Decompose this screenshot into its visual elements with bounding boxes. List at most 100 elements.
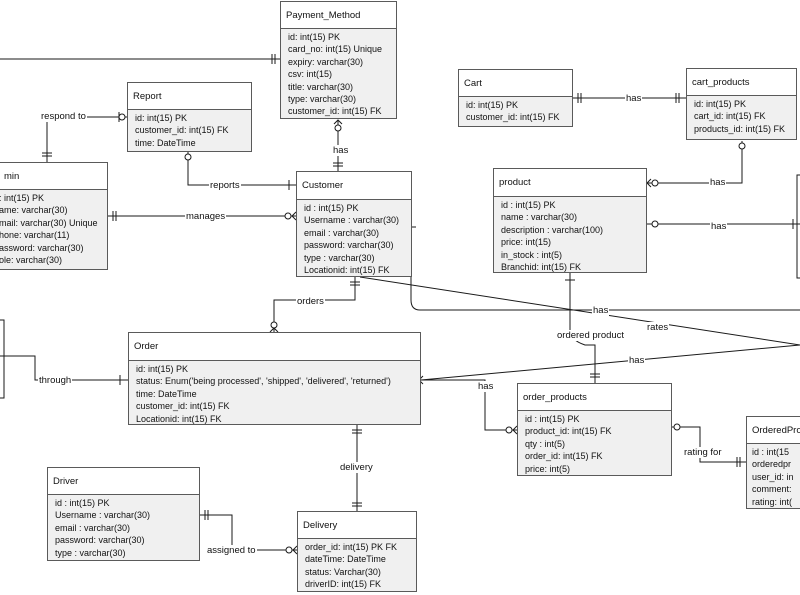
- attribute: Username : varchar(30): [304, 215, 400, 226]
- relation-label-rating-for: rating for: [683, 447, 723, 458]
- attribute: assword: varchar(30): [0, 242, 84, 253]
- attribute: password: varchar(30): [304, 240, 394, 251]
- attribute: status: Varchar(30): [305, 566, 381, 577]
- entity-attributes: id : int(15) PK product_id: int(15) FK q…: [518, 411, 671, 477]
- attribute: id : int(15) PK: [304, 203, 359, 213]
- attribute: qty : int(5): [525, 438, 566, 449]
- entity-attributes: id : int(15) PK Username : varchar(30) e…: [48, 495, 199, 561]
- attribute: dateTime: DateTime: [305, 554, 386, 565]
- relation-label-manages: manages: [185, 211, 227, 222]
- attribute: description : varchar(100): [501, 224, 604, 235]
- attribute: customer_id: int(15) FK: [288, 106, 382, 117]
- attribute: csv: int(15): [288, 69, 333, 80]
- attribute: type : varchar(30): [55, 547, 126, 558]
- attribute: order_id: int(15) FK: [525, 451, 603, 462]
- attribute: expiry: varchar(30): [288, 56, 364, 67]
- attribute: password: varchar(30): [55, 535, 145, 546]
- attribute: id: int(15) PK: [466, 100, 519, 110]
- attribute: comment:: [752, 484, 792, 495]
- relation-label-has-order: has: [628, 355, 646, 366]
- entity-ordered-product[interactable]: OrderedPro id : int(15 orderedpr user_id…: [746, 416, 800, 509]
- attribute: customer_id: int(15) FK: [136, 401, 230, 412]
- attribute: user_id: in: [752, 471, 794, 482]
- relation-label-ordered-product: ordered product: [556, 330, 626, 341]
- entity-product[interactable]: product id : int(15) PK name : varchar(3…: [493, 168, 647, 273]
- attribute: id : int(15) PK: [55, 498, 110, 508]
- entity-attributes: order_id: int(15) PK FK dateTime: DateTi…: [298, 539, 416, 593]
- attribute: type: varchar(30): [288, 94, 357, 105]
- attribute: id: int(15) PK: [135, 113, 188, 123]
- attribute: products_id: int(15) FK: [694, 123, 786, 134]
- entity-title: Payment_Method: [281, 2, 396, 29]
- attribute: title: varchar(30): [288, 81, 354, 92]
- entity-attributes: id : int(15) PK name : varchar(30) descr…: [494, 197, 646, 275]
- attribute: : int(15) PK: [0, 193, 45, 203]
- entity-title: Customer: [297, 172, 411, 200]
- relation-label-reports: reports: [209, 180, 241, 191]
- attribute: email : varchar(30): [304, 227, 380, 238]
- attribute: id: int(15) PK: [694, 99, 747, 109]
- relation-label-rates: rates: [646, 322, 670, 333]
- relation-label-has-payment: has: [332, 145, 350, 156]
- attribute: mail: varchar(30) Unique: [0, 217, 98, 228]
- entity-cart[interactable]: Cart id: int(15) PK customer_id: int(15)…: [458, 69, 573, 127]
- relation-label-has-product-right: has: [710, 221, 728, 232]
- attribute: order_id: int(15) PK FK: [305, 542, 398, 552]
- attribute: customer_id: int(15) FK: [135, 125, 229, 136]
- attribute: in_stock : int(5): [501, 249, 563, 260]
- entity-customer[interactable]: Customer id : int(15) PK Username : varc…: [296, 171, 412, 277]
- attribute: price: int(15): [501, 237, 552, 248]
- entity-order[interactable]: Order id: int(15) PK status: Enum('being…: [128, 332, 421, 425]
- entity-attributes: id : int(15) PK Username : varchar(30) e…: [297, 200, 411, 278]
- attribute: driverID: int(15) FK: [305, 579, 382, 590]
- attribute: orderedpr: [752, 459, 792, 470]
- entity-title: order_products: [518, 384, 671, 411]
- attribute: rating: int(: [752, 496, 793, 507]
- entity-title: cart_products: [687, 69, 796, 96]
- attribute: id: int(15) PK: [288, 32, 341, 42]
- entity-delivery[interactable]: Delivery order_id: int(15) PK FK dateTim…: [297, 511, 417, 592]
- attribute: Branchid: int(15) FK: [501, 262, 582, 273]
- entity-payment-method[interactable]: Payment_Method id: int(15) PK card_no: i…: [280, 1, 397, 119]
- entity-report[interactable]: Report id: int(15) PK customer_id: int(1…: [127, 82, 252, 152]
- entity-driver[interactable]: Driver id : int(15) PK Username : varcha…: [47, 467, 200, 561]
- attribute: card_no: int(15) Unique: [288, 44, 383, 55]
- entity-title: Delivery: [298, 512, 416, 539]
- relation-label-orders: orders: [296, 296, 325, 307]
- entity-admin[interactable]: min : int(15) PK ame: varchar(30) mail: …: [0, 162, 108, 270]
- entity-title: OrderedPro: [747, 417, 800, 444]
- entity-order-products[interactable]: order_products id : int(15) PK product_i…: [517, 383, 672, 476]
- relation-label-has-cart-products: has: [709, 177, 727, 188]
- entity-attributes: id: int(15) PK cart_id: int(15) FK produ…: [687, 96, 796, 137]
- attribute: Locationid: int(15) FK: [136, 413, 222, 424]
- relation-label-through: through: [38, 375, 73, 386]
- entity-title: min: [0, 163, 107, 190]
- attribute: status: Enum('being processed', 'shipped…: [136, 376, 391, 387]
- entity-attributes: id: int(15) PK customer_id: int(15) FK t…: [128, 110, 251, 151]
- attribute: ame: varchar(30): [0, 205, 68, 216]
- entity-attributes: id: int(15) PK status: Enum('being proce…: [129, 361, 420, 427]
- entity-attributes: id: int(15) PK card_no: int(15) Unique e…: [281, 29, 396, 120]
- entity-title: product: [494, 169, 646, 197]
- attribute: time: DateTime: [136, 388, 197, 399]
- entity-title: Driver: [48, 468, 199, 495]
- relation-label-assigned-to: assigned to: [206, 545, 257, 556]
- entity-title: Order: [129, 333, 420, 361]
- attribute: id: int(15) PK: [136, 364, 189, 374]
- attribute: email : varchar(30): [55, 522, 131, 533]
- attribute: time: DateTime: [135, 137, 196, 148]
- relation-label-has-cart: has: [625, 93, 643, 104]
- entity-attributes: : int(15) PK ame: varchar(30) mail: varc…: [0, 190, 107, 268]
- entity-attributes: id: int(15) PK customer_id: int(15) FK: [459, 97, 572, 126]
- attribute: type : varchar(30): [304, 252, 375, 263]
- attribute: ole: varchar(30): [0, 255, 63, 266]
- relation-label-has-order-products: has: [477, 381, 495, 392]
- entity-attributes: id : int(15 orderedpr user_id: in commen…: [747, 444, 800, 510]
- attribute: Locationid: int(15) FK: [304, 265, 390, 276]
- attribute: hone: varchar(11): [0, 230, 70, 241]
- entity-cart-products[interactable]: cart_products id: int(15) PK cart_id: in…: [686, 68, 797, 140]
- relation-label-has-product: has: [592, 305, 610, 316]
- attribute: id : int(15) PK: [501, 200, 556, 210]
